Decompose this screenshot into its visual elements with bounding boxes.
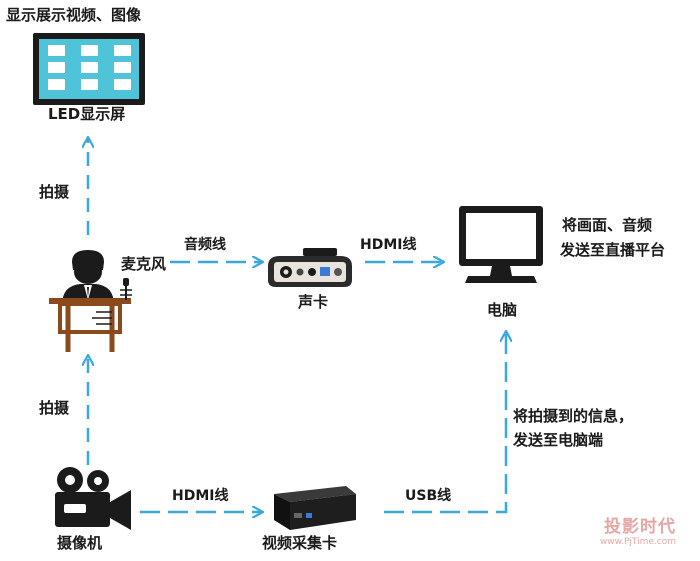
capture-note-line1: 将拍摄到的信息， (513, 407, 634, 425)
capture-note-line2: 发送至电脑端 (513, 431, 604, 449)
watermark: 投影时代 www.PjTime.com (600, 512, 676, 547)
shoot-label-lower: 拍摄 (39, 399, 70, 417)
led-display-icon (33, 33, 145, 105)
computer-note-line2: 发送至直播平台 (560, 241, 666, 259)
audio-cable-label: 音频线 (184, 237, 226, 253)
capture-card-icon (274, 486, 356, 530)
arrow-capture-to-computer (384, 332, 506, 514)
hdmi-cable-upper-label: HDMI线 (360, 237, 417, 253)
presenter-icon (62, 250, 114, 305)
hdmi-cable-lower-label: HDMI线 (172, 488, 229, 504)
computer-note-line1: 将画面、音频 (562, 216, 653, 234)
capture-card-label: 视频采集卡 (262, 534, 338, 552)
sound-card-icon (268, 248, 352, 287)
shoot-label-upper: 拍摄 (39, 183, 70, 201)
sound-card-label: 声卡 (298, 293, 329, 311)
desk-icon (49, 298, 131, 352)
computer-label: 电脑 (487, 301, 518, 319)
watermark-brand: 投影时代 (604, 517, 676, 537)
microphone-icon (120, 278, 132, 300)
computer-monitor-icon (459, 206, 543, 283)
led-caption-top: 显示展示视频、图像 (6, 6, 142, 24)
led-display-label: LED显示屏 (48, 105, 126, 123)
watermark-url: www.PjTime.com (599, 537, 676, 547)
usb-cable-label: USB线 (405, 488, 452, 504)
video-camera-icon (55, 467, 131, 530)
camera-label: 摄像机 (57, 534, 103, 552)
microphone-label: 麦克风 (121, 255, 167, 273)
